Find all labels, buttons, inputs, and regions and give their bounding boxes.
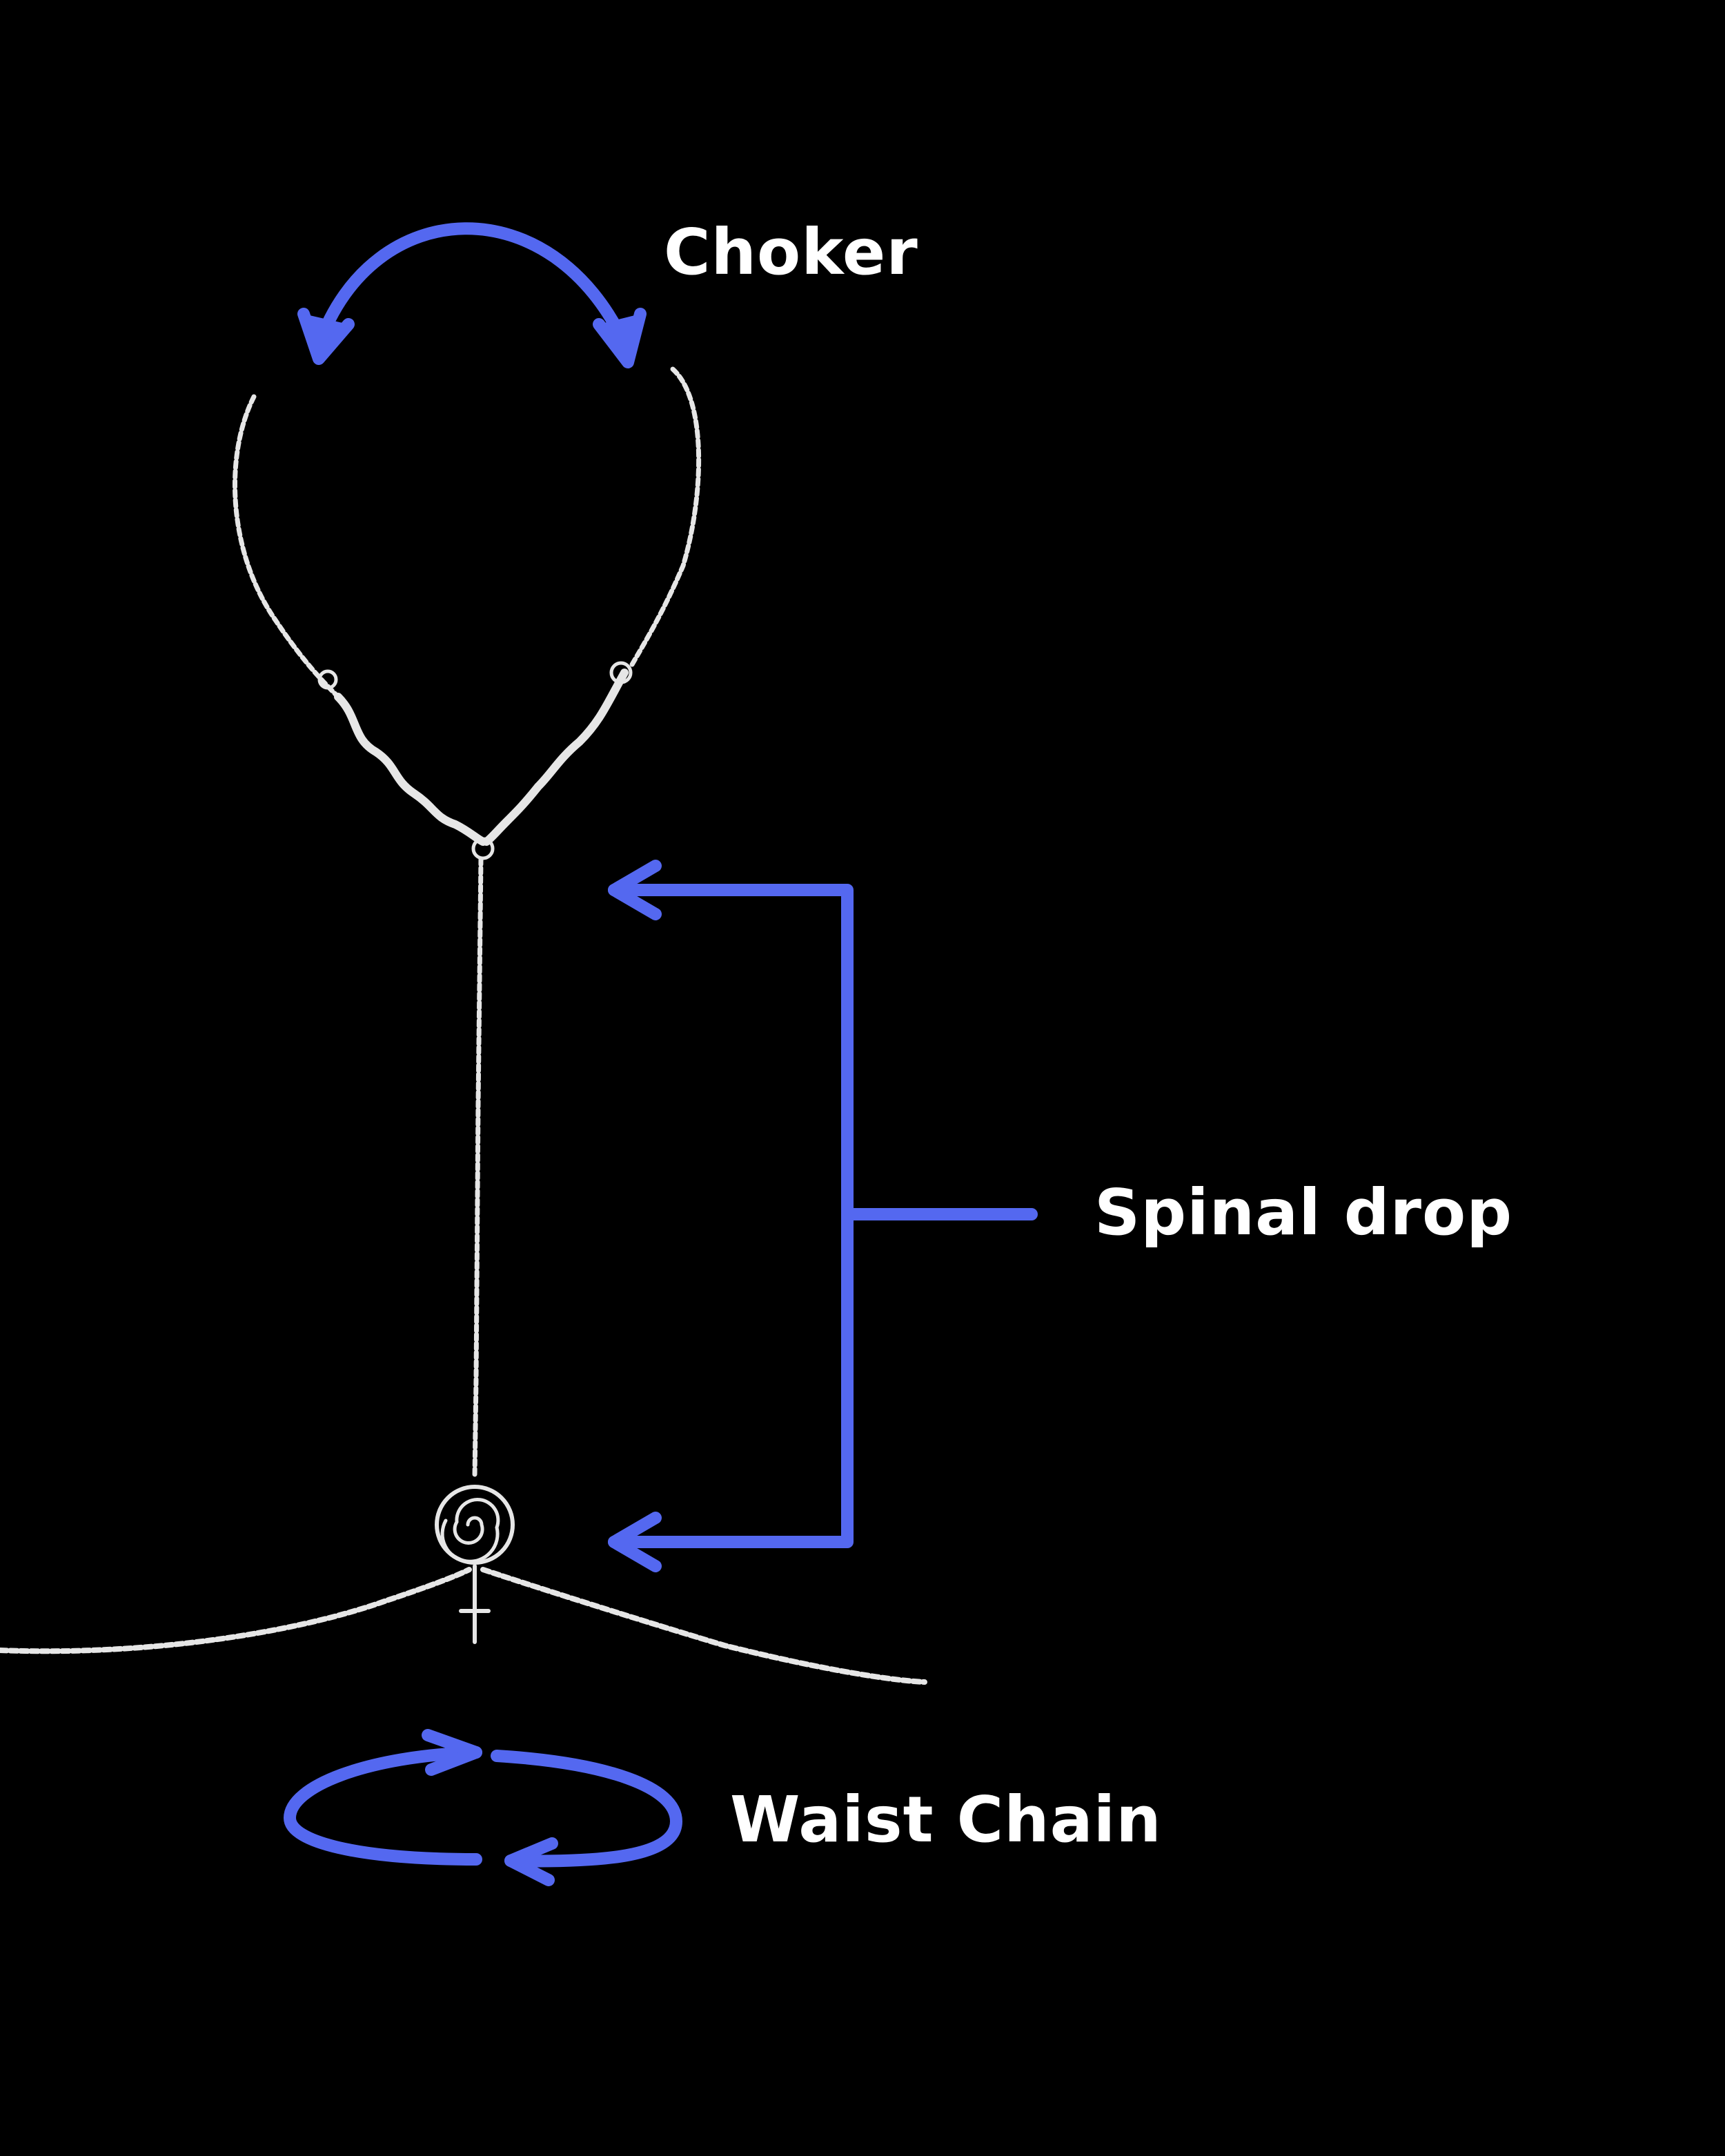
waist-arrowhead-upper [422,1729,482,1776]
spinal-drop-label: Spinal drop [1094,1176,1513,1249]
choker-arrowhead-left [297,308,355,365]
bone-links-left [334,693,487,846]
spinal-drop-chain [472,856,484,1479]
waist-arc-lower-right [491,1750,682,1868]
choker-chain-left [232,394,341,700]
waist-chain [0,1567,927,1685]
choker-chain [232,366,702,860]
spinal-chain-line [472,856,484,1479]
clasp-left [317,669,338,690]
rose-swirl [440,1498,500,1563]
waist-arrowhead-lower [504,1837,558,1886]
bracket-arrowhead-top [608,860,662,920]
bracket-arrowhead-bottom [608,1512,662,1572]
waist-chain-label: Waist Chain [730,1783,1162,1857]
spinal-drop-bracket [608,860,1038,1572]
choker-arrow [297,222,647,368]
waist-arc-upper-left [284,1746,482,1866]
rose-charm [435,1485,515,1565]
clasp-right [609,661,633,684]
bracket-line [608,884,854,1548]
waist-arrows [284,1729,682,1886]
choker-label: Choker [664,215,918,289]
choker-chain-right [629,366,702,669]
choker-arc [313,222,631,351]
waist-chain-right [480,1567,927,1685]
waist-chain-left [0,1567,472,1654]
bone-links-right [482,669,629,846]
cross-pendant [459,1564,491,1644]
choker-arrowhead-right [593,308,647,368]
